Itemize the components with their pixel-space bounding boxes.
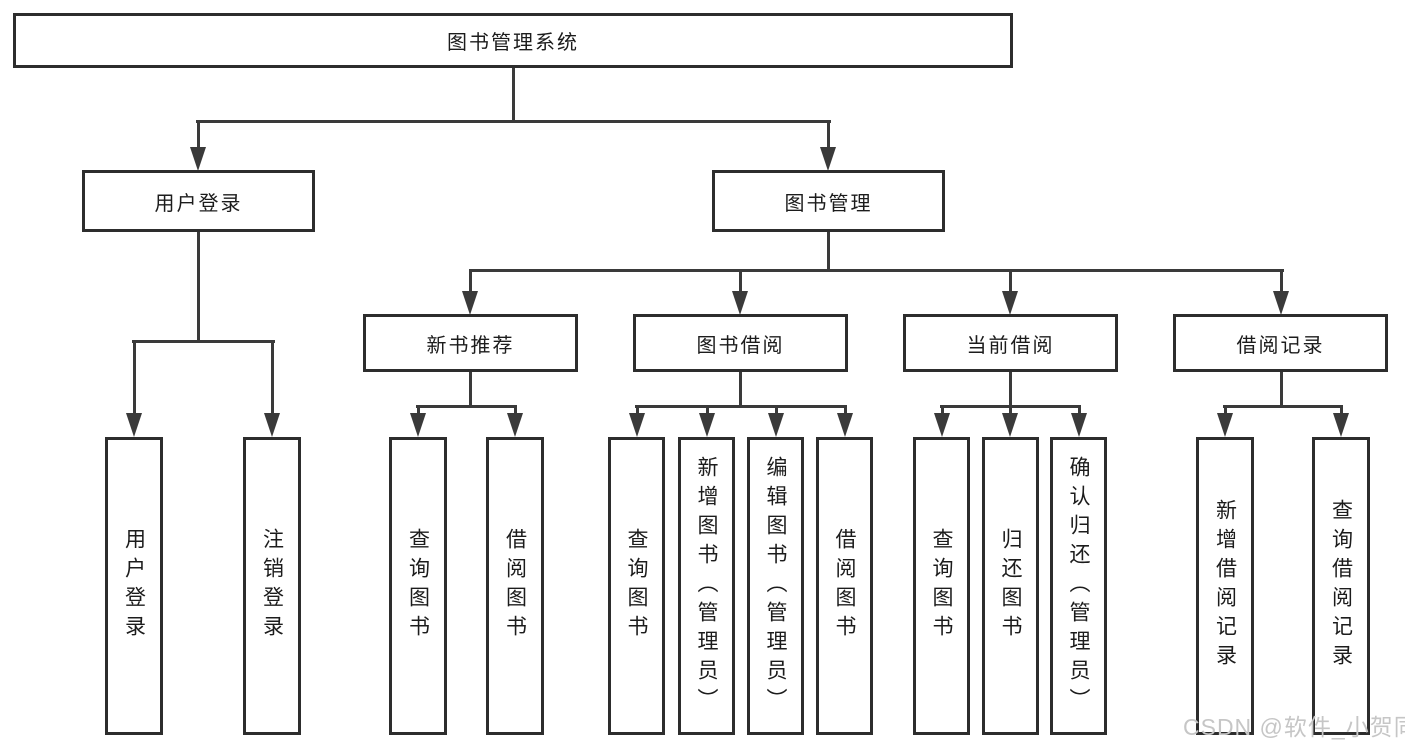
leaf-br-query-record: 查询借阅记录 [1312,437,1370,735]
connector-line [941,408,944,415]
leaf-nb-borrow-books: 借阅图书 [486,437,544,735]
arrowhead-down-icon [699,413,715,437]
connector-line [196,120,831,123]
arrowhead-down-icon [190,147,206,171]
arrowhead-down-icon [507,413,523,437]
leaf-bb-edit-books-admin: 编辑图书（管理员） [747,437,804,735]
arrowhead-down-icon [1002,291,1018,315]
leaf-cb-return-books: 归还图书 [982,437,1039,735]
connector-line [1223,405,1343,408]
csdn-watermark: CSDN @软件_小贺同学 [1183,714,1405,740]
connector-line [636,408,639,415]
connector-line [197,232,200,343]
leaf-bb-query-books: 查询图书 [608,437,665,735]
connector-line [1009,408,1012,415]
connector-line [1280,372,1283,408]
node-book-management: 图书管理 [712,170,945,232]
node-current-borrowing: 当前借阅 [903,314,1118,372]
connector-line [1280,272,1283,293]
leaf-br-add-record: 新增借阅记录 [1196,437,1254,735]
connector-line [739,272,742,293]
connector-line [827,123,830,149]
connector-line [132,340,275,343]
arrowhead-down-icon [837,413,853,437]
connector-line [844,408,847,415]
connector-line [635,405,847,408]
arrowhead-down-icon [410,413,426,437]
connector-line [416,405,517,408]
node-book-borrowing: 图书借阅 [633,314,848,372]
arrowhead-down-icon [1273,291,1289,315]
leaf-logout: 注销登录 [243,437,301,735]
connector-line [469,269,1284,272]
connector-line [1078,408,1081,415]
arrowhead-down-icon [732,291,748,315]
arrowhead-down-icon [1333,413,1349,437]
leaf-nb-query-books: 查询图书 [389,437,447,735]
arrowhead-down-icon [820,147,836,171]
connector-line [706,408,709,415]
connector-line [827,232,830,272]
connector-line [469,372,472,408]
arrowhead-down-icon [1071,413,1087,437]
connector-line [1009,372,1012,408]
connector-line [133,343,136,415]
node-new-book-recommend: 新书推荐 [363,314,578,372]
connector-line [1224,408,1227,415]
connector-line [1009,272,1012,293]
connector-line [1340,408,1343,415]
node-user-login: 用户登录 [82,170,315,232]
connector-line [512,68,515,123]
arrowhead-down-icon [462,291,478,315]
arrowhead-down-icon [126,413,142,437]
connector-line [271,343,274,415]
leaf-cb-confirm-return-admin: 确认归还（管理员） [1050,437,1107,735]
node-root: 图书管理系统 [13,13,1013,68]
arrowhead-down-icon [629,413,645,437]
leaf-bb-add-books-admin: 新增图书（管理员） [678,437,735,735]
connector-line [417,408,420,415]
leaf-bb-borrow-books: 借阅图书 [816,437,873,735]
arrowhead-down-icon [264,413,280,437]
leaf-cb-query-books: 查询图书 [913,437,970,735]
arrowhead-down-icon [1217,413,1233,437]
arrowhead-down-icon [1002,413,1018,437]
arrowhead-down-icon [934,413,950,437]
connector-line [514,408,517,415]
connector-line [739,372,742,408]
connector-line [775,408,778,415]
leaf-user-login: 用户登录 [105,437,163,735]
arrowhead-down-icon [768,413,784,437]
node-borrowing-records: 借阅记录 [1173,314,1388,372]
connector-line [469,272,472,293]
connector-line [940,405,1081,408]
connector-line [197,123,200,149]
